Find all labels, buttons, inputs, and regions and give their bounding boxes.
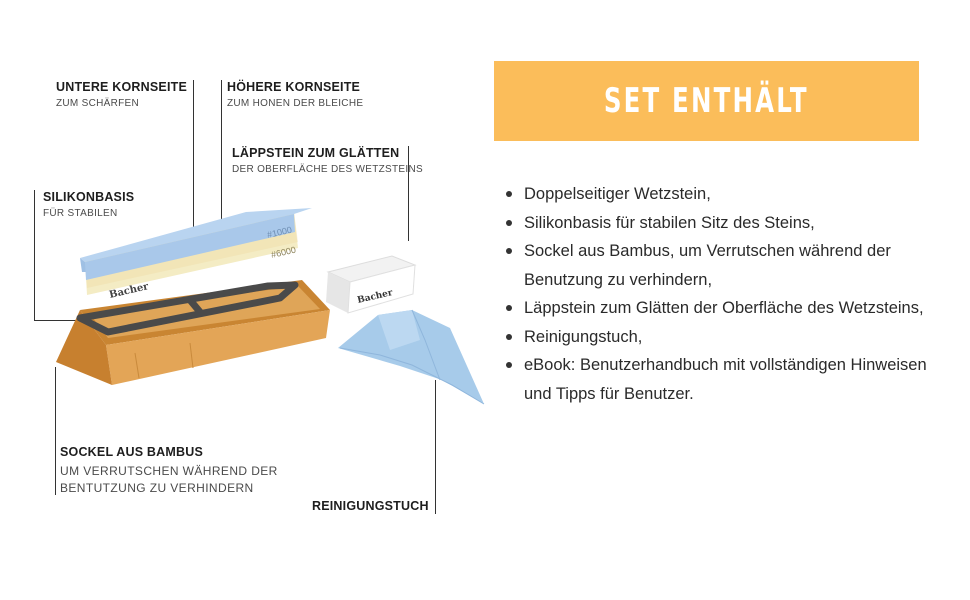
silicone-holder — [76, 281, 299, 336]
list-item: Läppstein zum Glätten der Oberfläche des… — [502, 294, 932, 323]
leader-line-laeppstein — [408, 146, 409, 241]
leader-line-untere — [193, 80, 194, 228]
whetstone: #1000 #6000 Bacher — [80, 208, 312, 301]
leader-line-silikon-h — [34, 320, 82, 321]
flattening-stone: Bacher — [326, 255, 417, 314]
list-item: Sockel aus Bambus, um Verrutschen währen… — [502, 237, 932, 294]
label-subtitle-1: UM VERRUTSCHEN WÄHREND DER — [60, 463, 278, 478]
label-untere-kornseite: UNTERE KORNSEITE ZUM SCHÄRFEN — [56, 80, 187, 110]
list-item: eBook: Benutzerhandbuch mit vollständige… — [502, 351, 932, 408]
set-contents-banner: SET ENTHÄLT — [494, 61, 919, 141]
label-title: HÖHERE KORNSEITE — [227, 80, 361, 94]
label-hoehere-kornseite: HÖHERE KORNSEITE ZUM HONEN DER BLEICHE — [227, 80, 363, 110]
leader-line-silikon-v — [34, 190, 35, 320]
label-title: UNTERE KORNSEITE — [56, 80, 187, 94]
label-title: REINIGUNGSTUCH — [312, 499, 429, 513]
list-item: Reinigungstuch, — [502, 323, 932, 352]
banner-title: SET ENTHÄLT — [604, 81, 809, 121]
list-item: Silikonbasis für stabilen Sitz des Stein… — [502, 209, 932, 238]
label-title: SILIKONBASIS — [43, 190, 135, 204]
leader-line-tuch — [435, 380, 436, 514]
set-contents-list: Doppelseitiger Wetzstein, Silikonbasis f… — [502, 180, 932, 408]
label-subtitle: ZUM HONEN DER BLEICHE — [227, 97, 364, 109]
label-sockel: SOCKEL AUS BAMBUS UM VERRUTSCHEN WÄHREND… — [60, 445, 278, 497]
label-subtitle-2: BENTUTZUNG ZU VERHINDERN — [60, 481, 254, 496]
label-silikonbasis: SILIKONBASIS FÜR STABILEN — [43, 190, 134, 220]
label-title: SOCKEL AUS BAMBUS — [60, 445, 203, 459]
label-laeppstein: LÄPPSTEIN ZUM GLÄTTEN DER OBERFLÄCHE DES… — [232, 146, 423, 176]
leader-line-sockel — [55, 367, 56, 495]
label-subtitle: ZUM SCHÄRFEN — [56, 97, 140, 109]
label-title: LÄPPSTEIN ZUM GLÄTTEN — [232, 146, 400, 160]
leader-line-hoehere — [221, 80, 222, 255]
label-subtitle: FÜR STABILEN — [43, 207, 118, 219]
whetstone-set-illustration: #1000 #6000 Bacher Bacher — [56, 208, 485, 405]
label-subtitle: DER OBERFLÄCHE DES WETZSTEINS — [232, 163, 423, 175]
cleaning-cloth — [338, 309, 485, 405]
list-item: Doppelseitiger Wetzstein, — [502, 180, 932, 209]
label-reinigungstuch: REINIGUNGSTUCH — [312, 499, 429, 515]
